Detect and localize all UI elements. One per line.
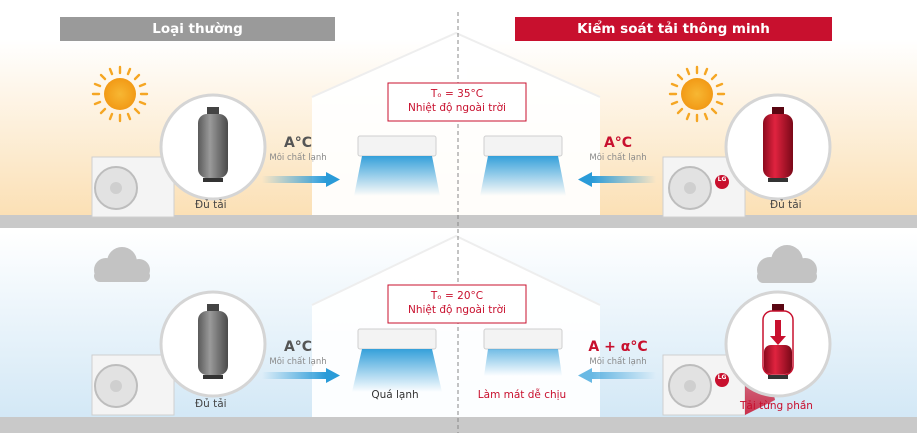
arrow-bottom-left: [262, 368, 340, 383]
temp-box-bottom: [387, 284, 527, 324]
load-label-bottom-left: Đủ tải: [195, 398, 227, 410]
indoor-ac-top-right: [480, 135, 566, 196]
tank-top-left: [159, 93, 267, 201]
temp-label-top: Nhiệt độ ngoài trời: [408, 102, 506, 114]
temp-box-top: [387, 82, 527, 122]
room-label-bottom-right: Làm mát dễ chịu: [477, 389, 567, 401]
lg-logo-bottom: LG: [717, 374, 727, 381]
arrow-top-left: [262, 172, 340, 187]
header-left: Loại thường: [60, 17, 335, 41]
load-label-top-left: Đủ tải: [195, 199, 227, 211]
refrigerant-label-bottom-right: Môi chất lạnh: [589, 357, 647, 367]
indoor-ac-bottom-right: [483, 328, 563, 376]
cloud-icon-left: [94, 247, 150, 282]
header-right: Kiểm soát tải thông minh: [515, 17, 832, 41]
load-label-top-right: Đủ tải: [770, 199, 802, 211]
outdoor-unit-top-right: [662, 156, 746, 218]
temp-value-bottom: Tₒ = 20°C: [430, 290, 484, 302]
tank-bottom-left: [159, 290, 267, 398]
arrow-bottom-right: [578, 368, 656, 383]
refrigerant-temp-top-right: A°C: [603, 135, 633, 151]
indoor-ac-bottom-left: [352, 328, 442, 392]
cloud-icon-right: [757, 245, 817, 283]
lg-logo-top: LG: [717, 176, 727, 183]
temp-value-top: Tₒ = 35°C: [430, 88, 484, 100]
tank-bottom-right: [724, 290, 832, 398]
sun-icon-right: [668, 65, 726, 123]
sun-icon-left: [91, 65, 149, 123]
refrigerant-label-bottom-left: Môi chất lạnh: [269, 357, 327, 367]
outdoor-unit-top-left: [91, 156, 175, 218]
room-label-bottom-left: Quá lạnh: [371, 389, 419, 401]
outdoor-unit-bottom-left: [91, 354, 175, 416]
arrow-top-right: [578, 172, 656, 187]
refrigerant-temp-bottom-right: A + α°C: [588, 339, 648, 355]
refrigerant-temp-bottom-left: A°C: [283, 339, 313, 355]
temp-label-bottom: Nhiệt độ ngoài trời: [408, 304, 506, 316]
tank-top-right: [724, 93, 832, 201]
refrigerant-label-top-left: Môi chất lạnh: [269, 153, 327, 163]
indoor-ac-top-left: [354, 135, 440, 196]
refrigerant-temp-top-left: A°C: [283, 135, 313, 151]
refrigerant-label-top-right: Môi chất lạnh: [589, 153, 647, 163]
load-label-bottom-right: Tải từng phần: [740, 400, 813, 412]
